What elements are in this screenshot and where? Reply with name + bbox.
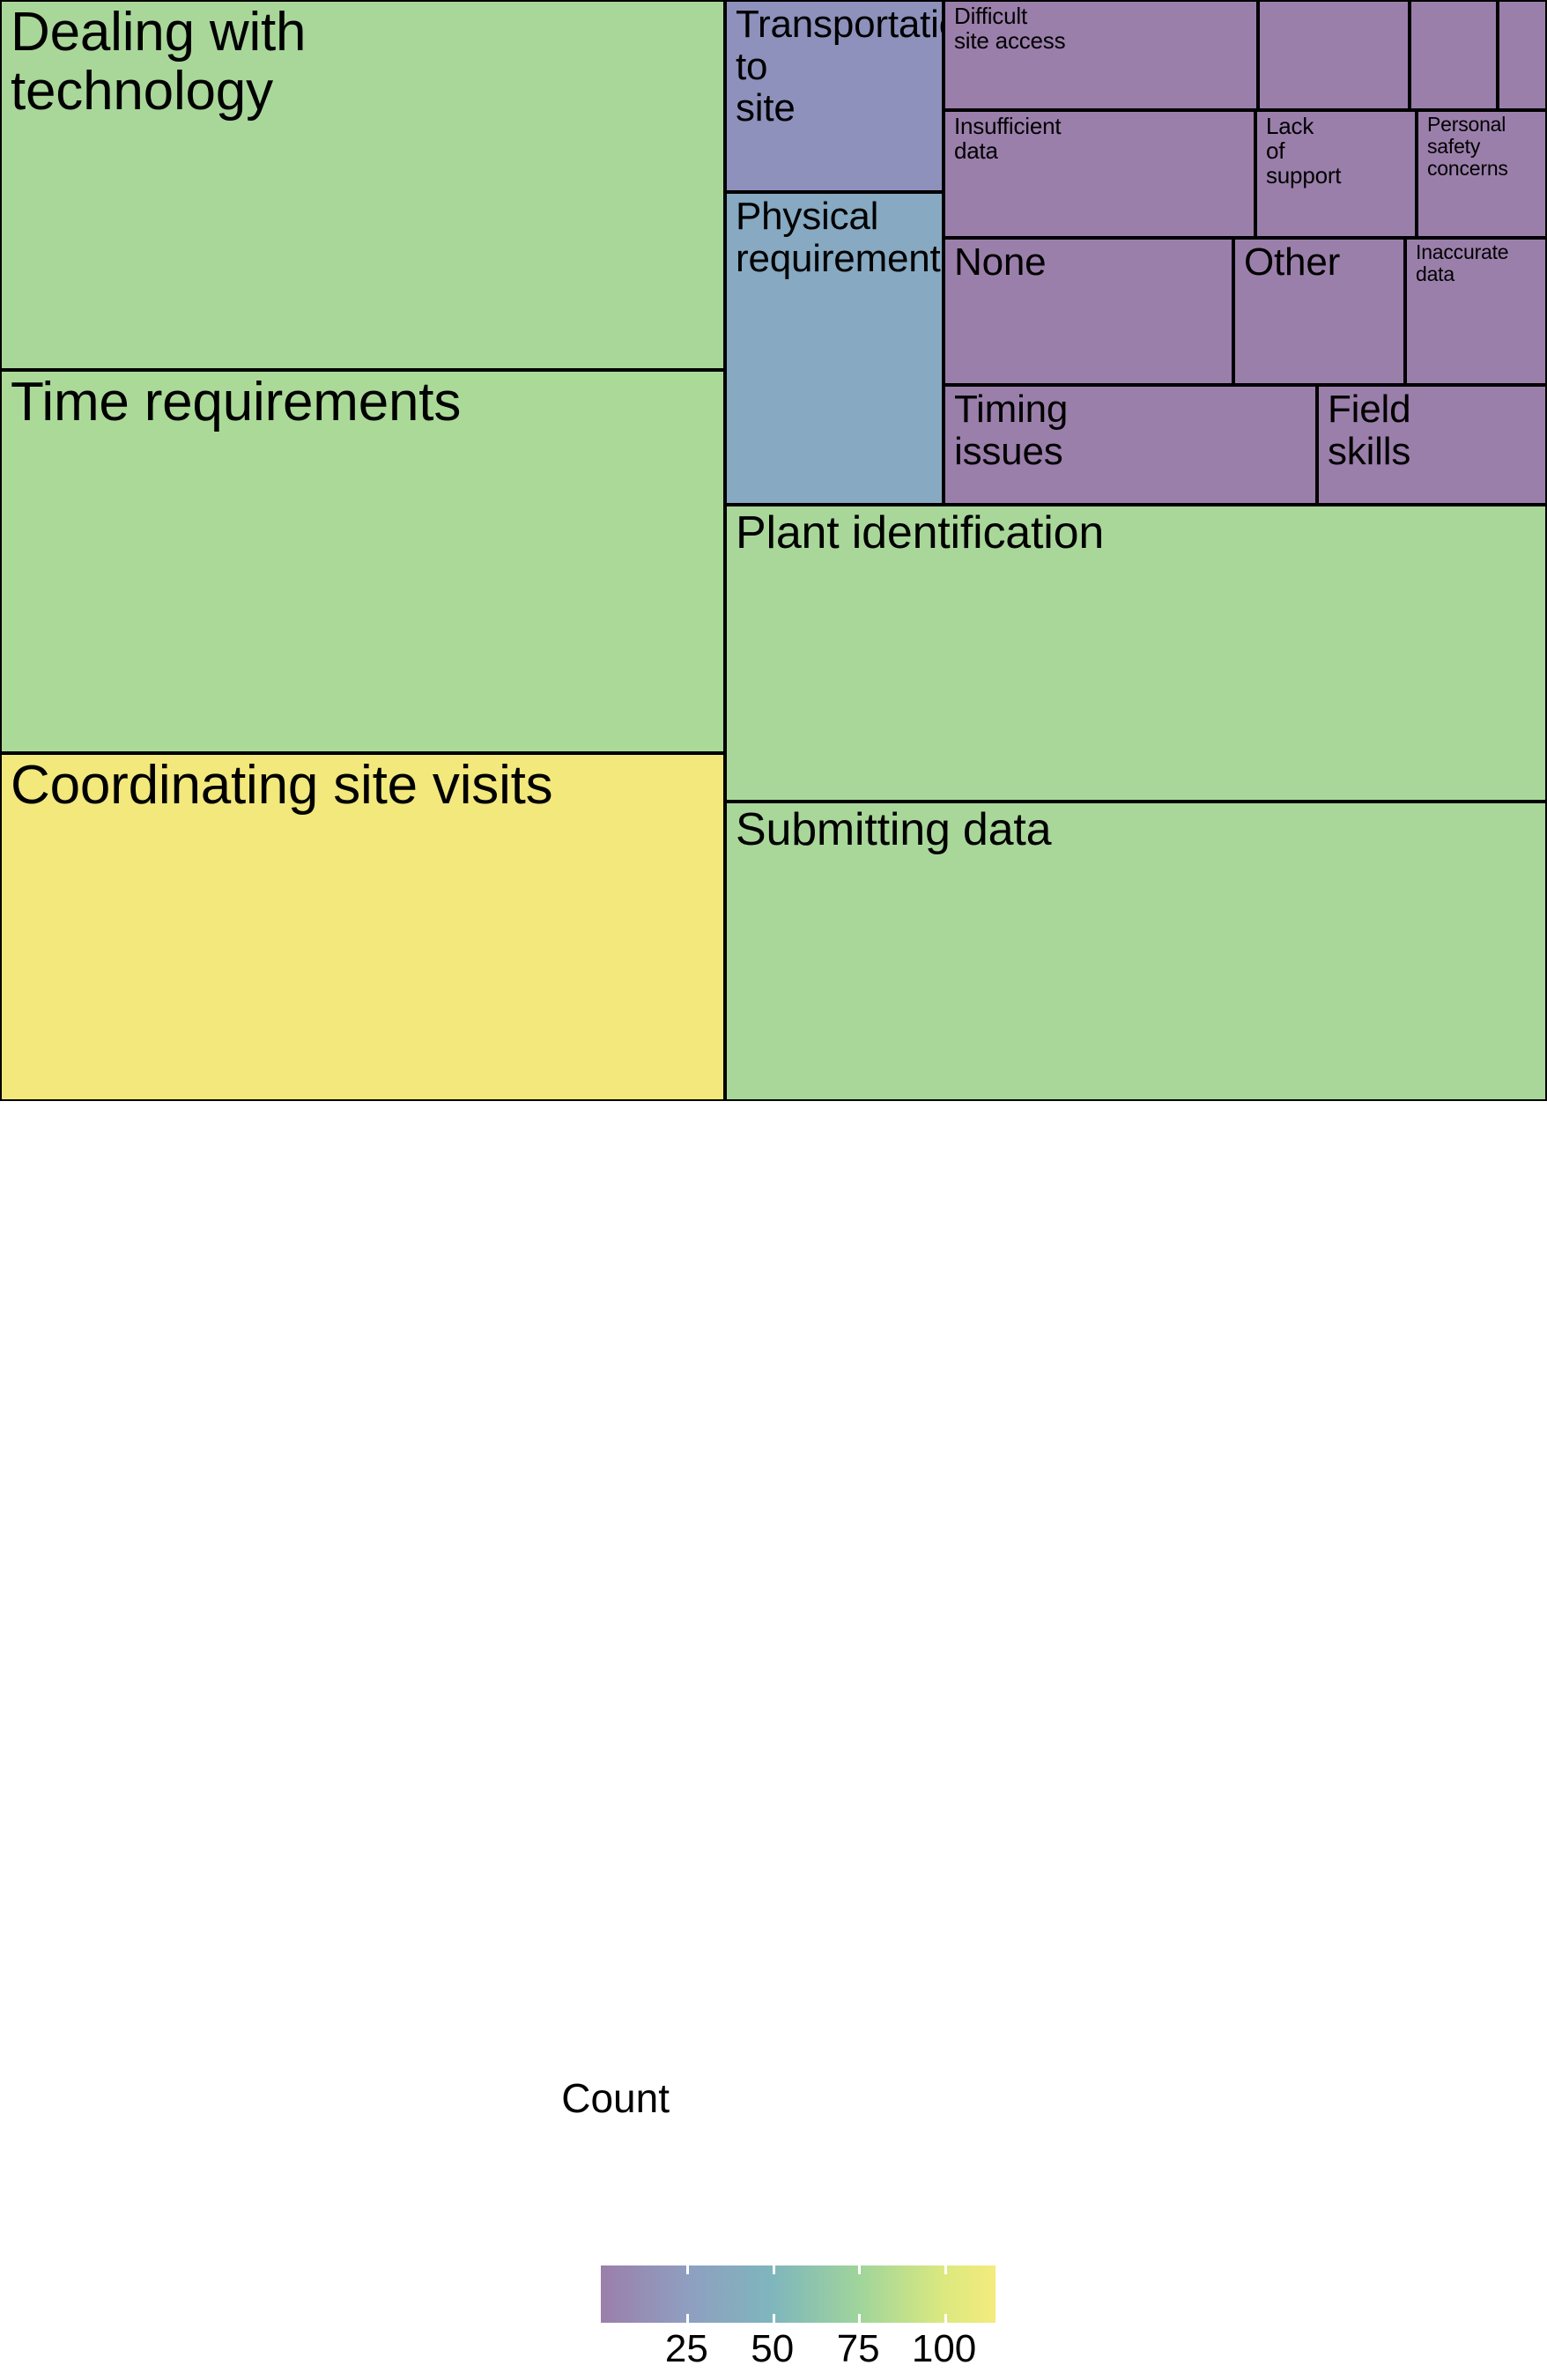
treemap-tile[interactable] xyxy=(1498,0,1547,110)
treemap-tile-label: Field skills xyxy=(1328,388,1411,473)
legend-tick-mark xyxy=(944,2314,947,2323)
legend-tick-label: 100 xyxy=(911,2327,977,2370)
treemap-tile-label: Lack of support xyxy=(1266,113,1342,189)
treemap-tile-label: Coordinating site visits xyxy=(11,755,553,816)
legend-tick-mark xyxy=(686,2265,690,2274)
legend-tick-mark xyxy=(944,2265,947,2274)
treemap-tile[interactable] xyxy=(1258,0,1410,110)
legend-tick-label: 25 xyxy=(664,2327,708,2370)
treemap-tile-label: Time requirements xyxy=(11,372,462,432)
legend-tick-mark xyxy=(686,2314,690,2323)
treemap-tile[interactable]: Lack of support xyxy=(1255,110,1417,238)
treemap-tile[interactable]: Timing issues xyxy=(944,385,1317,505)
treemap-tile[interactable]: Other xyxy=(1233,238,1405,385)
treemap-tile-label: None xyxy=(954,240,1047,284)
treemap-tile[interactable]: Transportation to site xyxy=(725,0,944,192)
legend-title: Count xyxy=(561,2075,670,2121)
treemap-tile-label: Personal safety concerns xyxy=(1427,113,1508,180)
legend-tick-mark xyxy=(772,2265,775,2274)
treemap-tile[interactable]: Dealing with technology xyxy=(0,0,725,370)
treemap-tile-label: Physical requirements xyxy=(736,195,944,280)
legend: Count 25 50 75 100 xyxy=(0,1101,1547,2370)
treemap-tile[interactable]: Field skills xyxy=(1317,385,1547,505)
treemap-tile[interactable]: Coordinating site visits xyxy=(0,753,725,1101)
treemap-tile-label: Submitting data xyxy=(736,804,1052,855)
treemap-tile[interactable]: Plant identification xyxy=(725,505,1547,802)
treemap-tile-label: Timing issues xyxy=(954,388,1069,473)
treemap-tile-label: Dealing with technology xyxy=(11,2,307,122)
treemap-tile[interactable]: Inaccurate data xyxy=(1405,238,1547,385)
treemap-tile[interactable]: Physical requirements xyxy=(725,192,944,505)
treemap-tile-label: Inaccurate data xyxy=(1416,240,1509,285)
treemap-tile[interactable]: Submitting data xyxy=(725,802,1547,1101)
treemap-tile-label: Plant identification xyxy=(736,507,1105,558)
treemap-tile-label: Other xyxy=(1244,240,1341,284)
treemap-tile[interactable]: Time requirements xyxy=(0,370,725,753)
legend-tick-mark xyxy=(772,2314,775,2323)
legend-tick-mark xyxy=(858,2265,862,2274)
legend-colorbar xyxy=(601,2265,996,2323)
treemap-tile-label: Transportation to site xyxy=(736,3,942,130)
legend-tick-label: 75 xyxy=(836,2327,880,2370)
treemap-tile-label: Difficult site access xyxy=(954,3,1066,55)
legend-tick-label: 50 xyxy=(751,2327,795,2370)
treemap-tile[interactable]: Difficult site access xyxy=(944,0,1258,110)
treemap-tile-label: Insufficient data xyxy=(954,113,1062,165)
treemap-tile[interactable] xyxy=(1410,0,1498,110)
treemap-tile[interactable]: None xyxy=(944,238,1233,385)
treemap-tile[interactable]: Insufficient data xyxy=(944,110,1255,238)
legend-tick-mark xyxy=(858,2314,862,2323)
legend-tick-labels: 25 50 75 100 xyxy=(601,2327,1024,2380)
treemap-tile[interactable]: Personal safety concerns xyxy=(1417,110,1547,238)
